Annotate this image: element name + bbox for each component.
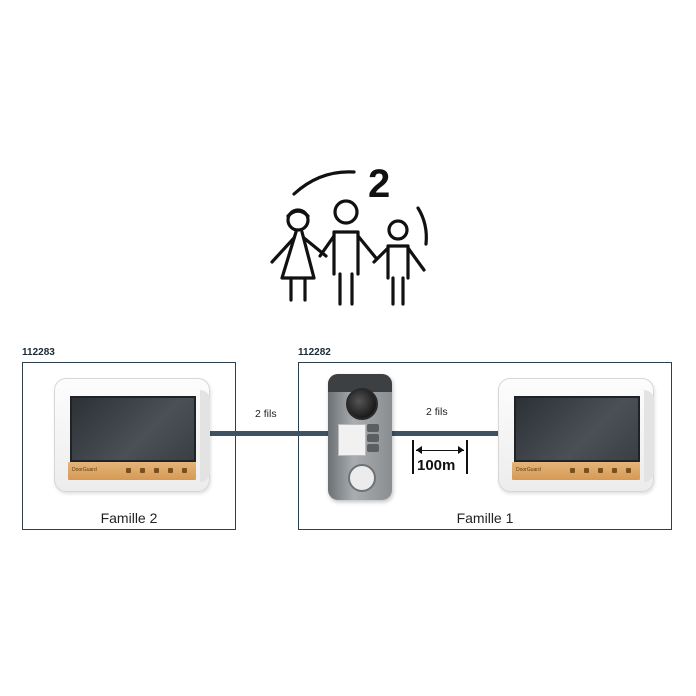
right-family-frame <box>298 362 672 530</box>
call-keys <box>367 424 379 454</box>
left-family-frame <box>22 362 236 530</box>
distance-label: 100m <box>417 457 456 474</box>
right-family-caption: Famille 1 <box>456 510 514 526</box>
left-family-caption: Famille 2 <box>100 510 158 526</box>
distance-arrowhead-right <box>458 446 464 454</box>
wire-right-label: 2 fils <box>426 406 448 418</box>
monitor-famille-2: DoorGuard <box>54 378 210 492</box>
arc-right <box>416 206 428 246</box>
monitor-famille-1: DoorGuard <box>498 378 654 492</box>
outdoor-station <box>328 374 392 500</box>
monitor-button-bar: DoorGuard <box>68 462 196 480</box>
distance-arrow <box>416 450 464 451</box>
distance-arrowhead-left <box>416 446 422 454</box>
name-tag <box>338 424 366 456</box>
monitor-screen <box>514 396 640 462</box>
right-product-code: 112282 <box>298 347 331 358</box>
wire-left-label: 2 fils <box>255 408 277 420</box>
wire-right <box>390 431 502 436</box>
monitor-screen <box>70 396 196 462</box>
camera-lens-icon <box>346 388 378 420</box>
wire-left <box>206 431 332 436</box>
monitor-button-bar: DoorGuard <box>512 462 640 480</box>
family-count: 2 <box>368 162 391 206</box>
arc-left <box>292 170 356 196</box>
left-product-code: 112283 <box>22 347 55 358</box>
family-icon <box>270 170 428 306</box>
distance-marker <box>412 440 468 476</box>
call-button-icon <box>348 464 376 492</box>
